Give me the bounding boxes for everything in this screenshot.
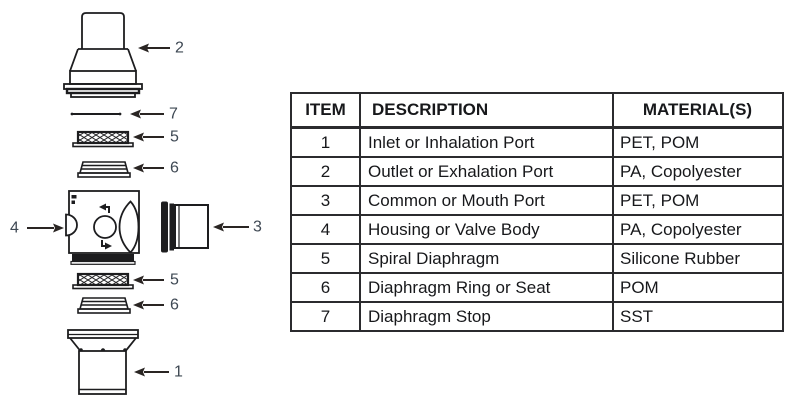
mold-mark-icon — [71, 195, 77, 199]
cell-item: 7 — [290, 301, 361, 332]
cell-description: Diaphragm Ring or Seat — [359, 272, 614, 303]
cell-item: 1 — [290, 126, 361, 158]
cell-description: Housing or Valve Body — [359, 214, 614, 245]
exploded-view-diagram: 2 7 5 6 4 — [10, 12, 262, 395]
concave-membrane-seat — [118, 200, 140, 254]
callout-outlet-port: 2 — [138, 40, 184, 57]
cell-materials: PET, POM — [612, 185, 784, 216]
cell-item: 6 — [290, 272, 361, 303]
table-row: 3 Common or Mouth Port PET, POM — [290, 185, 784, 216]
cell-materials: Silicone Rubber — [612, 243, 784, 274]
cell-description: Diaphragm Stop — [359, 301, 614, 332]
callout-label: 6 — [170, 297, 179, 314]
cell-description: Common or Mouth Port — [359, 185, 614, 216]
cell-description: Spiral Diaphragm — [359, 243, 614, 274]
callout-label: 7 — [169, 106, 178, 123]
part-inlet-port — [67, 329, 139, 395]
callout-label: 3 — [253, 219, 262, 236]
flow-arrow-right-icon — [101, 240, 112, 250]
cell-item: 5 — [290, 243, 361, 274]
part-diaphragm-ring-lower — [77, 297, 131, 314]
table-row: 2 Outlet or Exhalation Port PA, Copolyes… — [290, 156, 784, 187]
side-port-opening — [65, 213, 78, 237]
cell-item: 4 — [290, 214, 361, 245]
cell-materials: POM — [612, 272, 784, 303]
table-row: 7 Diaphragm Stop SST — [290, 301, 784, 332]
callout-label: 5 — [170, 129, 179, 146]
part-spiral-diaphragm-upper — [72, 130, 134, 148]
cell-materials: SST — [612, 301, 784, 332]
flow-arrow-left-icon — [99, 203, 110, 213]
table-row: 5 Spiral Diaphragm Silicone Rubber — [290, 243, 784, 274]
col-header-materials: MATERIAL(S) — [612, 92, 784, 129]
cell-materials: PA, Copolyester — [612, 156, 784, 187]
callout-diaphragm-ring-lower: 6 — [133, 297, 179, 314]
callout-spiral-diaphragm-upper: 5 — [133, 129, 179, 146]
cell-materials: PA, Copolyester — [612, 214, 784, 245]
table-row: 4 Housing or Valve Body PA, Copolyester — [290, 214, 784, 245]
part-housing-valve-body — [65, 190, 140, 265]
cell-item: 2 — [290, 156, 361, 187]
part-outlet-port — [63, 12, 143, 98]
callout-common-mouth-port: 3 — [213, 219, 262, 236]
col-header-item: ITEM — [290, 92, 361, 129]
part-diaphragm-stop — [70, 112, 122, 116]
cell-description: Outlet or Exhalation Port — [359, 156, 614, 187]
callout-inlet-port: 1 — [134, 364, 183, 381]
callout-label: 6 — [170, 160, 179, 177]
callout-spiral-diaphragm-lower: 5 — [133, 272, 179, 289]
cell-description: Inlet or Inhalation Port — [359, 126, 614, 158]
center-bore — [93, 215, 117, 239]
callout-housing-valve-body: 4 — [10, 220, 64, 237]
mold-mark-icon — [71, 200, 75, 204]
callout-label: 4 — [10, 220, 19, 237]
callout-label: 1 — [174, 364, 183, 381]
parts-table: ITEM DESCRIPTION MATERIAL(S) 1 Inlet or … — [290, 92, 784, 332]
cell-materials: PET, POM — [612, 126, 784, 158]
callout-label: 5 — [170, 272, 179, 289]
part-common-mouth-port — [161, 201, 209, 253]
cell-item: 3 — [290, 185, 361, 216]
table-row: 1 Inlet or Inhalation Port PET, POM — [290, 126, 784, 158]
callout-diaphragm-stop: 7 — [130, 106, 178, 123]
parts-table-container: ITEM DESCRIPTION MATERIAL(S) 1 Inlet or … — [290, 92, 784, 332]
callout-label: 2 — [175, 40, 184, 57]
table-header-row: ITEM DESCRIPTION MATERIAL(S) — [290, 92, 784, 129]
callout-diaphragm-ring-upper: 6 — [133, 160, 179, 177]
col-header-description: DESCRIPTION — [359, 92, 614, 129]
table-row: 6 Diaphragm Ring or Seat POM — [290, 272, 784, 303]
part-diaphragm-ring-upper — [77, 161, 131, 178]
part-spiral-diaphragm-lower — [72, 272, 134, 290]
gasket-bar — [72, 254, 134, 261]
